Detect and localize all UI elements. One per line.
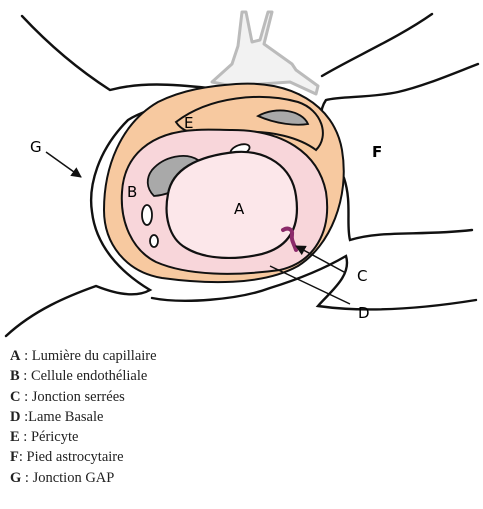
astrocyte-foot-right-upper bbox=[322, 14, 432, 76]
legend-key: F bbox=[10, 449, 19, 465]
legend-key: C bbox=[10, 389, 20, 405]
legend-item: C : Jonction serrées bbox=[10, 387, 157, 407]
legend-text: Lame Basale bbox=[28, 409, 103, 425]
legend-item: G : Jonction GAP bbox=[10, 468, 157, 488]
legend-item: B : Cellule endothéliale bbox=[10, 366, 157, 386]
label-c: C bbox=[357, 267, 367, 285]
legend-text: Jonction GAP bbox=[33, 470, 115, 486]
vesicle-oval-3 bbox=[150, 235, 158, 247]
legend-separator: : bbox=[20, 368, 31, 384]
legend-key: E bbox=[10, 429, 20, 445]
legend-separator: : bbox=[20, 348, 31, 364]
label-a: A bbox=[234, 200, 245, 218]
legend-text: Péricyte bbox=[31, 429, 79, 445]
legend-key: D bbox=[10, 409, 20, 425]
label-g: G bbox=[30, 138, 42, 156]
legend-item: D :Lame Basale bbox=[10, 407, 157, 427]
legend-separator: : bbox=[20, 409, 28, 425]
legend-separator: : bbox=[19, 449, 27, 465]
label-b: B bbox=[127, 183, 137, 201]
legend: A : Lumière du capillaire B : Cellule en… bbox=[10, 346, 157, 488]
pointer-g bbox=[46, 152, 81, 177]
legend-item: E : Péricyte bbox=[10, 427, 157, 447]
label-f: F bbox=[372, 143, 382, 161]
legend-text: Lumière du capillaire bbox=[32, 348, 157, 364]
legend-key: B bbox=[10, 368, 20, 384]
legend-key: G bbox=[10, 470, 21, 486]
capillary-lumen bbox=[167, 152, 297, 258]
legend-key: A bbox=[10, 348, 20, 364]
legend-text: Jonction serrées bbox=[32, 389, 125, 405]
legend-text: Pied astrocytaire bbox=[27, 449, 124, 465]
legend-separator: : bbox=[20, 429, 31, 445]
legend-item: A : Lumière du capillaire bbox=[10, 346, 157, 366]
vesicle-oval-2 bbox=[142, 205, 152, 225]
label-e: E bbox=[184, 114, 193, 132]
legend-text: Cellule endothéliale bbox=[31, 368, 147, 384]
legend-item: F: Pied astrocytaire bbox=[10, 447, 157, 467]
legend-separator: : bbox=[21, 470, 32, 486]
label-d: D bbox=[358, 304, 370, 322]
legend-separator: : bbox=[20, 389, 31, 405]
neuron-process bbox=[212, 12, 318, 94]
astrocyte-foot-right bbox=[321, 64, 478, 240]
